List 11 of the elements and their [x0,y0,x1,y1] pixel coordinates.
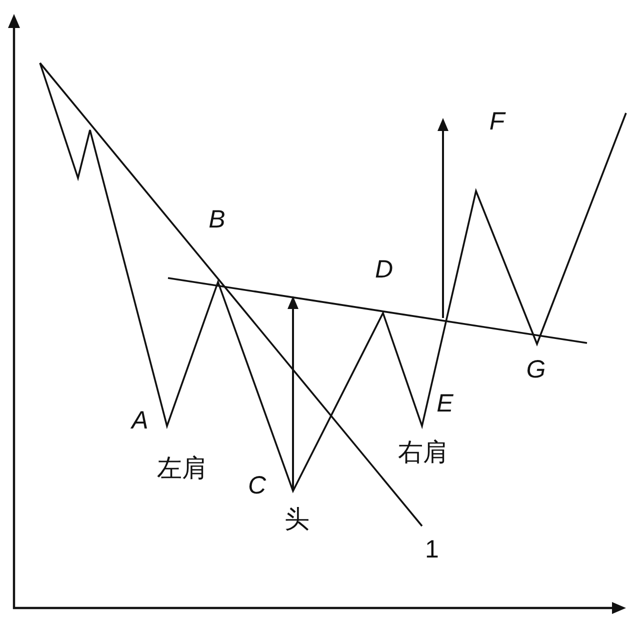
shoulder-label: 左肩 [157,456,207,482]
point-label: D [374,258,394,282]
shoulder-label: 右肩 [398,440,448,466]
point-label: F [489,110,505,134]
line-label: 1 [425,538,439,562]
point-label: B [208,208,226,232]
point-label: A [132,408,148,434]
point-label: C [248,474,266,498]
point-label: E [436,392,454,416]
point-label: G [526,358,546,382]
head-label: 头 [284,508,310,532]
